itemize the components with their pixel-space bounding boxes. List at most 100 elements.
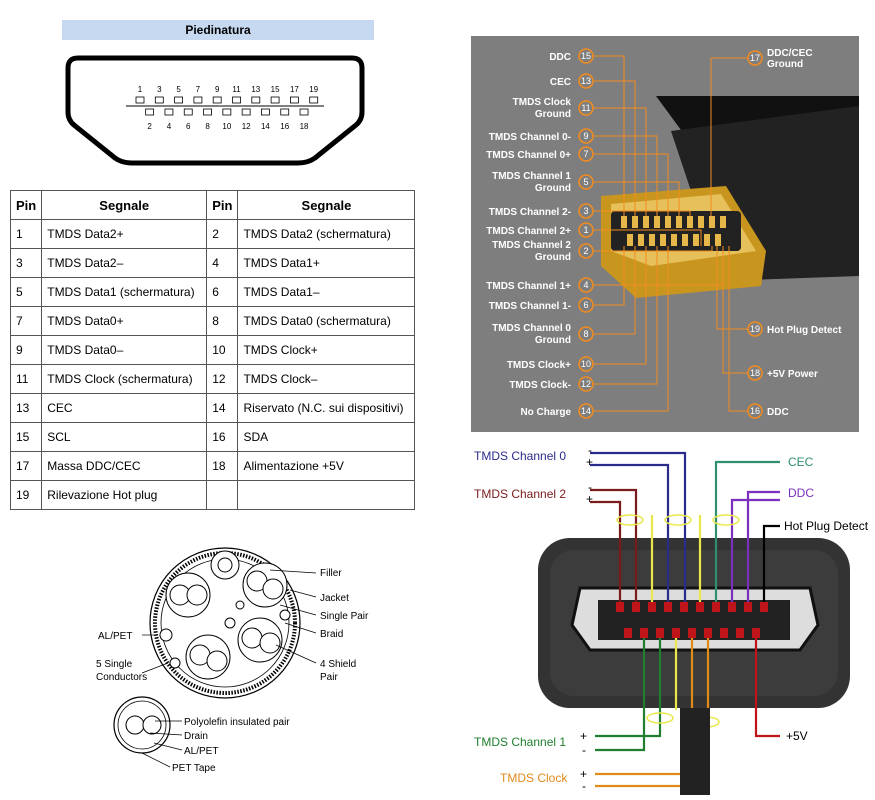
photo-pin-number: 5	[583, 177, 588, 187]
wiring-line	[590, 488, 638, 602]
plug-bottom-pin	[660, 234, 666, 246]
photo-pin-number: 4	[583, 280, 588, 290]
table-header-row: Pin Segnale Pin Segnale	[9, 190, 416, 220]
label-tmds-channel-0: TMDS Channel 0	[474, 449, 566, 463]
wiring-bottom-pin	[624, 628, 632, 638]
table-cell-pin: 5	[9, 277, 43, 307]
wiring-top-pin	[760, 602, 768, 612]
plug-top-pin	[621, 216, 627, 228]
photo-label: DDC	[549, 52, 571, 63]
photo-leader-line	[593, 181, 680, 216]
wiring-shield-loop	[646, 712, 674, 724]
plug-bottom-pin	[682, 234, 688, 246]
photo-leader-line	[716, 246, 748, 330]
connector-top-pin-pad	[232, 96, 241, 104]
table-cell-pin: 17	[9, 451, 43, 481]
connector-top-pin-number: 11	[232, 85, 241, 94]
label-tmds-channel-1: TMDS Channel 1	[474, 735, 566, 749]
header-pin-1: Pin	[9, 190, 43, 220]
plug-bottom-pin	[715, 234, 721, 246]
photo-label: TMDS Channel 2+	[486, 226, 571, 237]
wiring-top-pin	[680, 602, 688, 612]
wiring-top-pin	[632, 602, 640, 612]
label-ch0-minus: -	[588, 443, 592, 457]
plug-bottom-pin	[627, 234, 633, 246]
wiring-bottom-pin	[688, 628, 696, 638]
photo-pin-number: 11	[581, 103, 590, 113]
photo-leader-line	[593, 246, 669, 412]
photo-leader-line	[593, 210, 691, 216]
plug-top-pin	[654, 216, 660, 228]
photo-leader-line	[593, 246, 625, 306]
photo-label-line2: Ground	[535, 183, 571, 194]
connector-top-pin-number: 9	[215, 85, 220, 94]
table-cell-signal: TMDS Data1 (schermatura)	[41, 277, 208, 307]
connector-top-pin-pad	[193, 96, 203, 104]
label-ch1-plus: +	[580, 729, 587, 743]
label-jacket: Jacket	[320, 593, 349, 604]
plug-top-pin	[698, 216, 704, 228]
hdmi-wiring-diagram: TMDS Channel 0 - + TMDS Channel 2 - + CE…	[474, 443, 869, 795]
photo-label: DDC/CEC	[767, 48, 813, 59]
photo-pin-number: 15	[581, 51, 591, 61]
connector-top-pin-pad	[309, 96, 319, 104]
connector-top-pin-number: 15	[271, 85, 280, 94]
connector-top-pin-number: 17	[290, 85, 299, 94]
photo-leader-line	[593, 246, 658, 385]
photo-label: CEC	[550, 77, 571, 88]
label-ch2-minus: -	[588, 480, 592, 494]
label-tmds-channel-2: TMDS Channel 2	[474, 487, 566, 501]
wiring-bottom-pin	[720, 628, 728, 638]
photo-pin-number: 12	[581, 379, 591, 389]
wiring-top-pin	[648, 602, 656, 612]
wiring-bottom-pin	[736, 628, 744, 638]
photo-leader-line	[593, 107, 647, 216]
table-cell-pin: 2	[206, 219, 239, 249]
plug-bottom-pin	[693, 234, 699, 246]
label-five-single: 5 Single	[96, 659, 133, 670]
plug-top-pin	[709, 216, 715, 228]
label-al-pet-2: AL/PET	[184, 746, 218, 757]
table-cell-signal: TMDS Clock+	[237, 335, 416, 365]
wiring-line	[590, 451, 687, 602]
photo-label-line2: Ground	[767, 59, 803, 70]
label-al-pet: AL/PET	[98, 631, 132, 642]
wiring-shield-loop	[616, 514, 644, 526]
table-cell-signal: TMDS Clock (schermatura)	[41, 364, 208, 394]
photo-pin-number: 14	[581, 406, 591, 416]
photo-pin-number: 16	[750, 406, 760, 416]
plug-pins	[621, 216, 726, 246]
photo-pin-number: 3	[583, 206, 588, 216]
table-cell-pin: 14	[206, 393, 239, 423]
wiring-top-pin	[744, 602, 752, 612]
table-cell-pin: 7	[9, 306, 43, 336]
label-filler: Filler	[320, 568, 342, 579]
wiring-top-pin	[712, 602, 720, 612]
label-pet-tape: PET Tape	[172, 763, 216, 774]
photo-label-line2: Ground	[535, 335, 571, 346]
connector-top-pin-number: 1	[138, 85, 143, 94]
label-hot-plug-detect: Hot Plug Detect	[784, 519, 869, 533]
plug-bottom-pin	[671, 234, 677, 246]
wiring-top-pin	[696, 602, 704, 612]
connector-top-pin-pad	[212, 96, 222, 104]
photo-pin-number: 2	[583, 246, 588, 256]
wiring-line	[595, 638, 646, 752]
connector-bottom-pin-pad	[280, 108, 290, 116]
wiring-shield-loop	[712, 514, 740, 526]
photo-label: Hot Plug Detect	[767, 325, 842, 336]
table-cell-pin: 6	[206, 277, 239, 307]
label-conductors: Conductors	[96, 672, 147, 683]
label-polyolefin: Polyolefin insulated pair	[184, 717, 290, 728]
table-cell-signal	[237, 480, 416, 510]
photo-label: TMDS Channel 1+	[486, 281, 571, 292]
diagram-title: Piedinatura	[62, 20, 374, 40]
photo-leader-line	[593, 246, 713, 252]
